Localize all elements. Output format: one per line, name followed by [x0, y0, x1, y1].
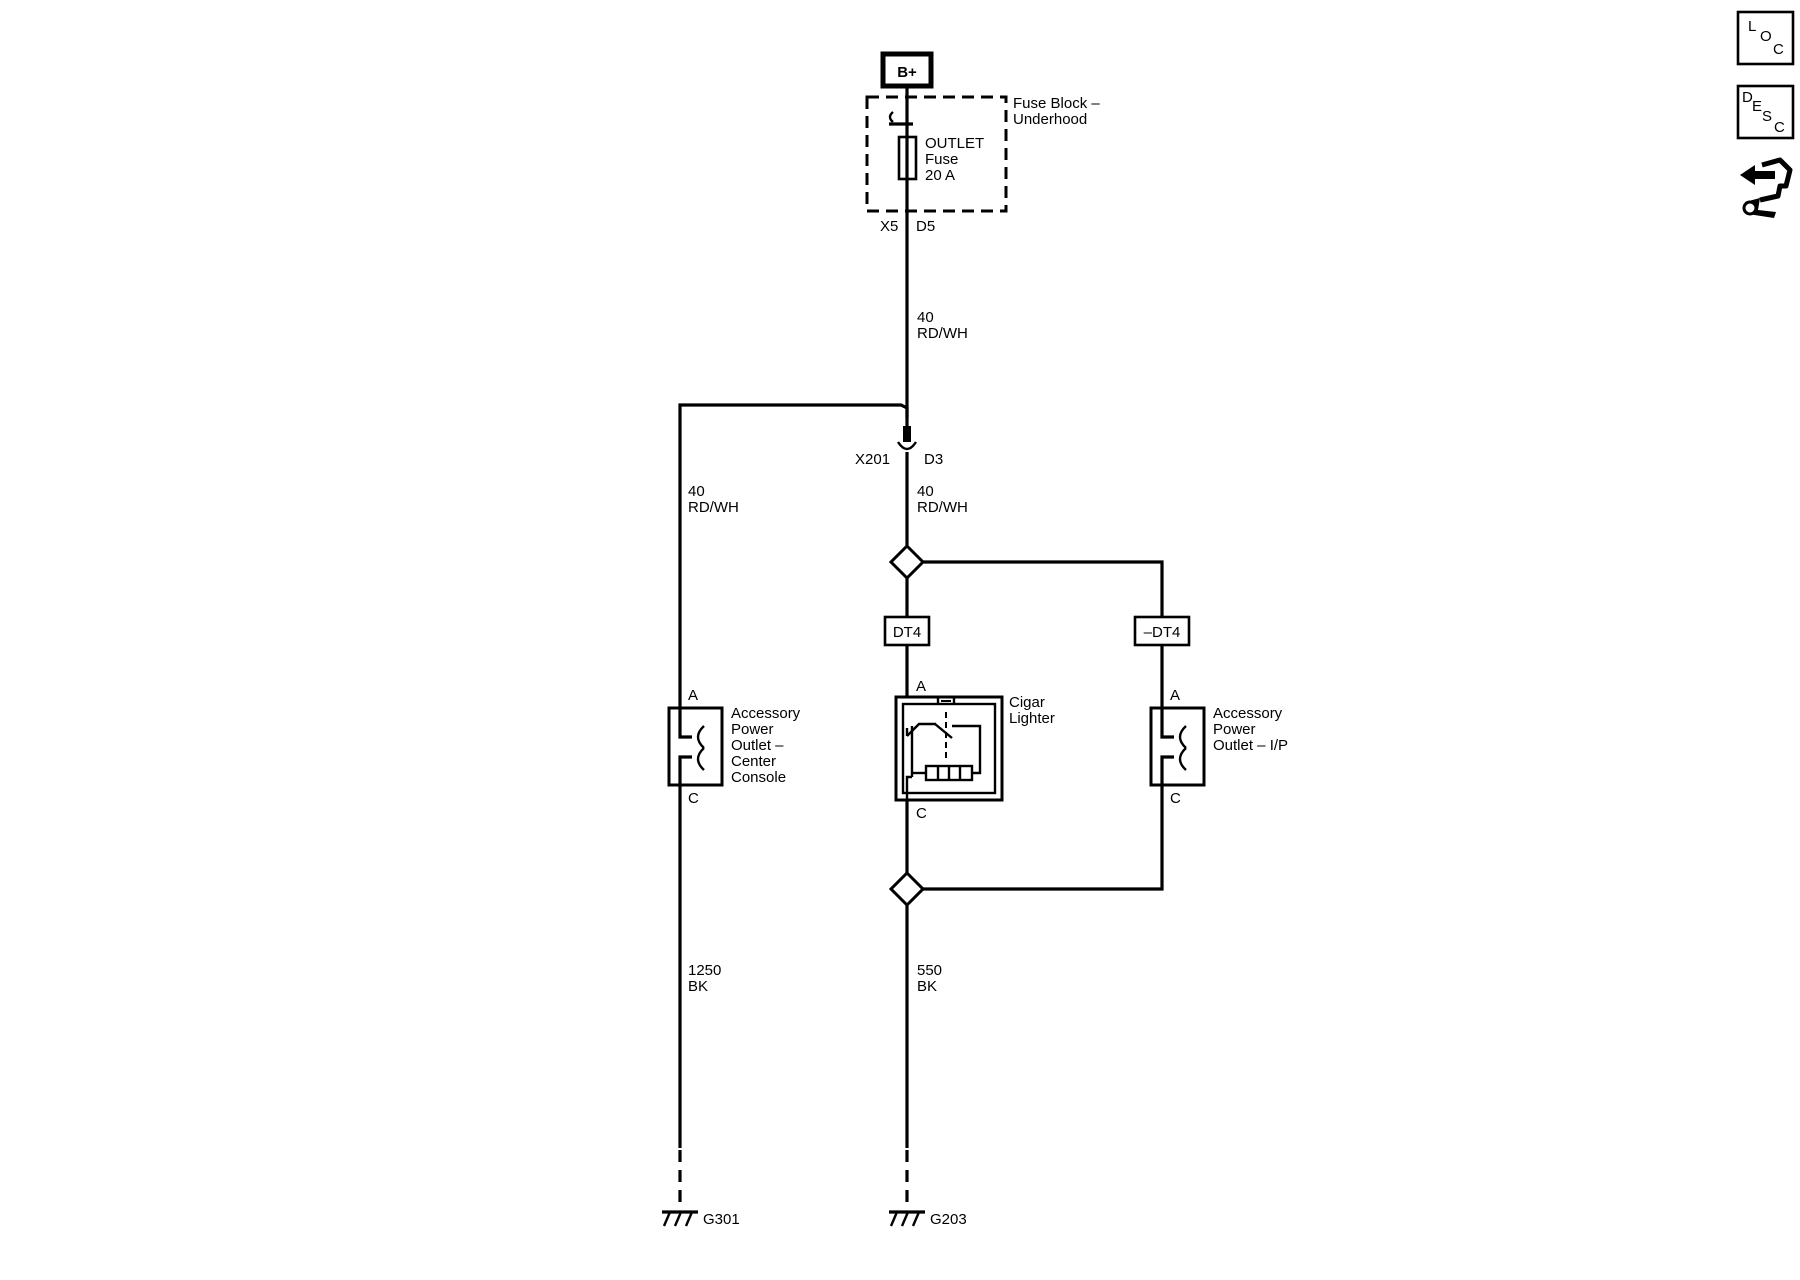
- fuse-line-1: OUTLET: [925, 135, 984, 152]
- cigar-lighter-label-1: Cigar: [1009, 694, 1045, 711]
- splice-top: [888, 543, 926, 581]
- wire-center-upper-size: 40: [917, 483, 934, 500]
- fuse-block-connector-icon: [888, 111, 913, 126]
- wire-splice-top-right: [923, 560, 1164, 617]
- fuse-line-2: Fuse: [925, 151, 958, 168]
- outlet-center-label-1: Accessory: [731, 705, 801, 722]
- outlet-center-label-3: Outlet –: [731, 737, 784, 754]
- outlet-ip-pin-a: A: [1170, 687, 1180, 704]
- ground-center-label: G203: [930, 1211, 967, 1228]
- wire-left-lower-color: BK: [688, 978, 708, 995]
- fuse-connector-left: X5: [880, 218, 898, 235]
- connector-tool-icon[interactable]: [1740, 157, 1793, 218]
- inline-connector-left-label: X201: [855, 451, 890, 468]
- cigar-lighter-label-2: Lighter: [1009, 710, 1055, 727]
- ground-left-label: G301: [703, 1211, 740, 1228]
- loc-button[interactable]: L O C: [1736, 10, 1795, 66]
- inline-connector-right-label: D3: [924, 451, 943, 468]
- inline-connector-x201: [896, 426, 918, 451]
- option-not-dt4-label: –DT4: [1144, 624, 1181, 641]
- loc-button-l: L: [1748, 18, 1756, 35]
- battery-positive-label: B+: [897, 64, 917, 81]
- outlet-center-pin-a: A: [688, 687, 698, 704]
- wire-left-lower-size: 1250: [688, 962, 721, 979]
- wire-center-upper-color: RD/WH: [917, 499, 968, 516]
- option-dt4-label: DT4: [893, 624, 921, 641]
- cigar-lighter-symbol: [894, 695, 1004, 802]
- outlet-ip-label-3: Outlet – I/P: [1213, 737, 1288, 754]
- outlet-ip-label-1: Accessory: [1213, 705, 1283, 722]
- fuse-block-name: Fuse Block –: [1013, 95, 1100, 112]
- desc-button-s: S: [1762, 108, 1772, 125]
- wire-left-branch: [678, 403, 909, 710]
- option-box-not-dt4: [1133, 615, 1191, 647]
- splice-bottom: [888, 870, 926, 908]
- battery-positive-box: B+: [880, 51, 934, 89]
- desc-button-e: E: [1752, 98, 1762, 115]
- outlet-center-label-2: Power: [731, 721, 774, 738]
- wire-center-lower-size: 550: [917, 962, 942, 979]
- desc-button-c: C: [1774, 119, 1785, 136]
- fuse-block-outline: [865, 95, 1008, 213]
- outlet-ip-pin-c: C: [1170, 790, 1181, 807]
- fuse-line-3: 20 A: [925, 167, 955, 184]
- cigar-lighter-pin-c: C: [916, 805, 927, 822]
- wire-top-size: 40: [917, 309, 934, 326]
- fuse-block-name-2: Underhood: [1013, 111, 1087, 128]
- outlet-center-label-4: Center: [731, 753, 776, 770]
- loc-button-c: C: [1773, 41, 1784, 58]
- cigar-lighter-pin-a: A: [916, 678, 926, 695]
- wire-left-upper-size: 40: [688, 483, 705, 500]
- outlet-center-console-symbol: [667, 706, 724, 787]
- outlet-center-pin-c: C: [688, 790, 699, 807]
- wire-splice-bottom-right: [923, 785, 1164, 891]
- outlet-ip-symbol: [1149, 706, 1206, 787]
- outlet-center-label-5: Console: [731, 769, 786, 786]
- wire-center-lower-color: BK: [917, 978, 937, 995]
- fuse-connector-right: D5: [916, 218, 935, 235]
- ground-symbol-center: [889, 1210, 925, 1227]
- loc-button-o: O: [1760, 28, 1772, 45]
- ground-symbol-left: [662, 1210, 698, 1227]
- wire-top-color: RD/WH: [917, 325, 968, 342]
- desc-button[interactable]: D E S C: [1736, 84, 1795, 140]
- wire-left-upper-color: RD/WH: [688, 499, 739, 516]
- desc-button-d: D: [1742, 89, 1753, 106]
- outlet-ip-label-2: Power: [1213, 721, 1256, 738]
